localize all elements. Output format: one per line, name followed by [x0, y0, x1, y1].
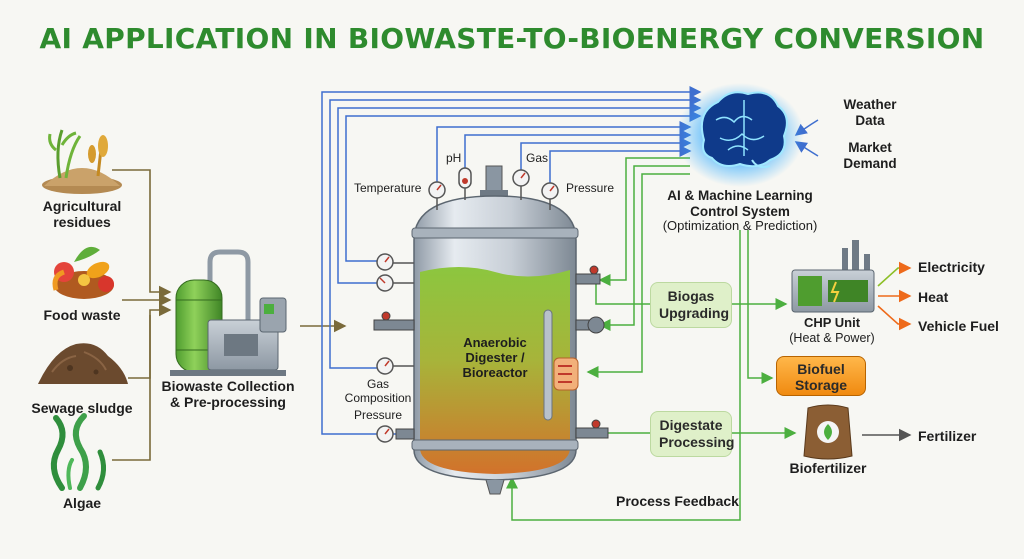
algae-icon	[50, 413, 106, 491]
preprocessing-equipment-icon	[170, 249, 287, 376]
label-agricultural: Agricultural residues	[42, 198, 122, 231]
digestate-line2: Processing	[659, 433, 735, 450]
label-electricity: Electricity	[918, 259, 985, 275]
reactor-vessel-icon	[373, 165, 609, 495]
preprocessing-line2: & Pre-processing	[170, 394, 286, 411]
feed-lines	[112, 169, 347, 461]
label-weather-data: Weather Data	[843, 97, 896, 128]
sewage-sludge-icon	[38, 343, 128, 384]
label-ai-system: AI & Machine Learning Control System (Op…	[663, 188, 818, 234]
weather-line2: Data	[855, 112, 885, 128]
control-lines	[506, 157, 797, 521]
pressure-gauge-top-icon	[541, 182, 559, 210]
gas-gauge-icon	[512, 169, 530, 200]
biogas-line2: Upgrading	[659, 304, 729, 321]
label-ph: pH	[446, 151, 462, 165]
label-heat: Heat	[918, 289, 949, 305]
label-algae: Algae	[62, 495, 102, 511]
biogas-line1: Biogas	[667, 288, 715, 304]
label-sewage-sludge: Sewage sludge	[31, 400, 133, 416]
ai-line1: AI & Machine Learning	[667, 188, 813, 203]
food-waste-icon	[52, 246, 114, 299]
label-gas: Gas	[526, 151, 549, 165]
label-market-demand: Market Demand	[843, 140, 896, 171]
ai-line2: Control System	[690, 203, 790, 219]
side-gauge-1-icon	[376, 253, 414, 271]
chp-unit-icon	[791, 240, 875, 313]
label-fertilizer: Fertilizer	[918, 428, 977, 444]
label-pressure-top: Pressure	[566, 181, 615, 195]
gas-composition-line2: Composition	[344, 390, 412, 405]
reactor-line1: Anaerobic	[463, 335, 527, 350]
biofuel-storage-box: Biofuel Storage	[776, 356, 866, 396]
biogas-upgrading-box: Biogas Upgrading	[650, 282, 732, 328]
gas-composition-line1: Gas	[366, 377, 390, 391]
side-gauge-2-icon	[376, 274, 414, 292]
sensor-lines	[321, 86, 819, 435]
label-temperature: Temperature	[354, 181, 422, 195]
biofertilizer-bag-icon	[803, 404, 853, 460]
pressure-gauge-bottom-icon	[376, 425, 394, 443]
digestate-line1: Digestate	[659, 417, 723, 433]
gas-composition-sensor-icon	[376, 357, 414, 375]
ai-line3: (Optimization & Prediction)	[662, 218, 818, 234]
agricultural-icon	[42, 129, 122, 194]
preprocessing-line1: Biowaste Collection	[161, 378, 295, 394]
ph-sensor-icon	[458, 167, 472, 200]
label-pressure-bottom: Pressure	[353, 408, 403, 422]
label-gas-composition: Gas Composition	[344, 377, 412, 406]
label-food-waste: Food waste	[43, 307, 121, 323]
market-line2: Demand	[843, 155, 897, 171]
label-biofertilizer: Biofertilizer	[789, 460, 867, 476]
label-process-feedback: Process Feedback	[616, 493, 739, 509]
temperature-gauge-icon	[428, 181, 446, 210]
label-chp-unit: CHP Unit (Heat & Power)	[789, 315, 875, 345]
label-preprocessing: Biowaste Collection & Pre-processing	[161, 378, 294, 410]
label-vehicle-fuel: Vehicle Fuel	[918, 318, 999, 334]
biofuel-line1: Biofuel	[797, 361, 845, 377]
biofuel-line2: Storage	[794, 377, 848, 394]
output-lines	[877, 261, 912, 331]
label-reactor: Anaerobic Digester / Bioreactor	[462, 335, 528, 381]
ai-brain-icon	[676, 83, 804, 187]
chp-line2: (Heat & Power)	[789, 330, 875, 345]
chp-line1: CHP Unit	[803, 315, 861, 330]
reactor-line3: Bioreactor	[462, 364, 528, 380]
weather-line1: Weather	[843, 97, 897, 112]
page-title: AI APPLICATION IN BIOWASTE-TO-BIOENERGY …	[39, 22, 985, 55]
sensor-gauges	[376, 167, 559, 443]
digestate-processing-box: Digestate Processing	[650, 411, 735, 457]
reactor-line2: Digester /	[465, 349, 525, 365]
market-line1: Market	[848, 140, 892, 155]
